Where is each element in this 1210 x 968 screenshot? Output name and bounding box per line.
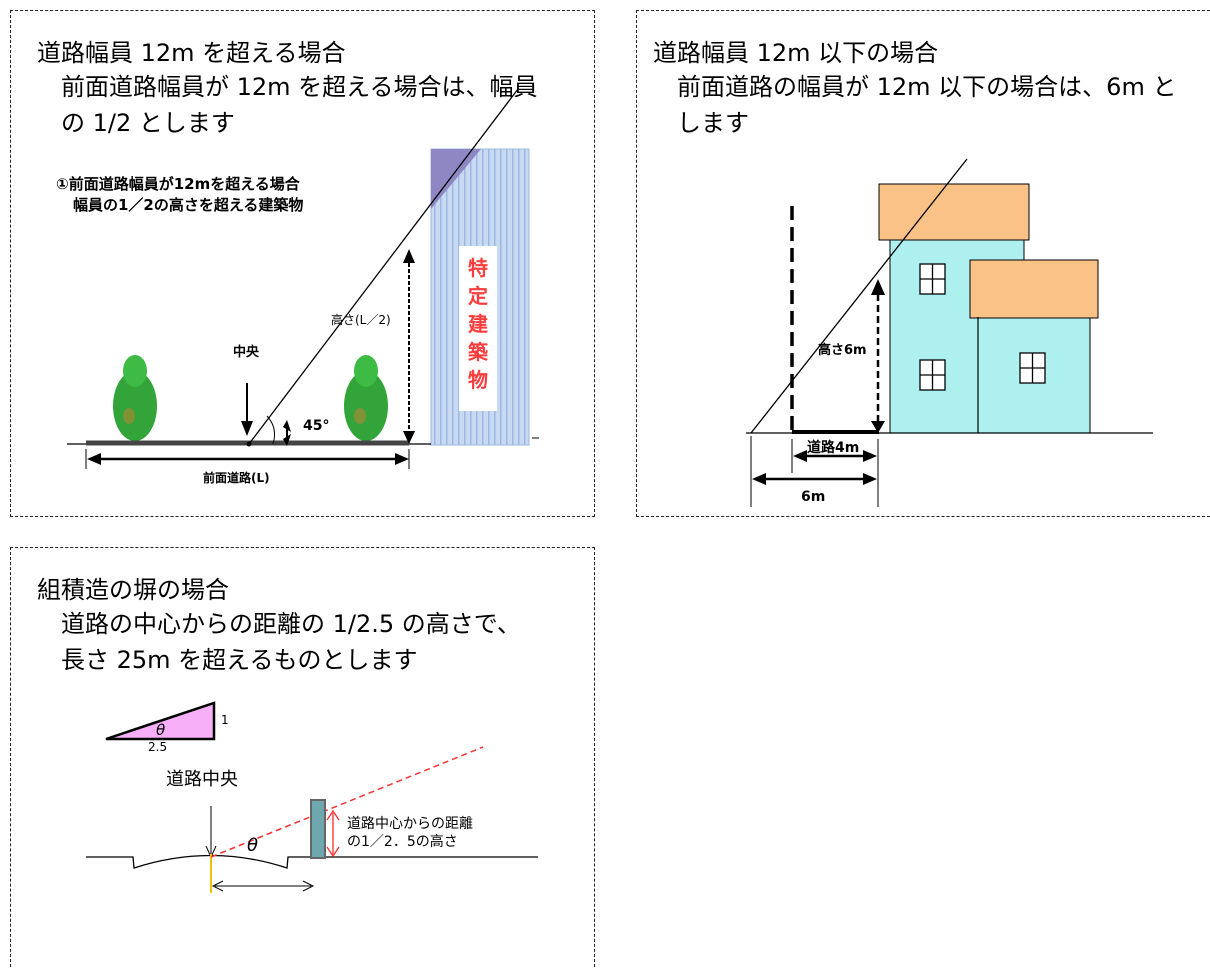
panel-under-12m: 道路幅員 12m 以下の場合 前面道路の幅員が 12m 以下の場合は、6m と … [636,10,1210,517]
triangle-theta: θ [156,721,165,739]
diagram-road-over-12m: ①前面道路幅員が12mを超える場合 幅員の1／2の高さを超える建築物 特 定 建… [56,88,539,485]
specific-building: 特 定 建 築 物 [430,148,539,446]
diagram-caption-1: ①前面道路幅員が12mを超える場合 [56,175,301,193]
label-height: 高さ6m [818,342,867,358]
house-front [969,259,1099,434]
diagram-masonry-fence: θ 1 2.5 道路中央 θ 道路中心からの距離 の1／2．5の高さ [86,701,538,893]
tree-left [113,355,157,444]
building-char: 特 [468,256,488,280]
label-angle: 45° [303,418,329,434]
diagram-caption-2: 幅員の1／2の高さを超える建築物 [73,196,303,214]
panel-description: 道路の中心からの距離の 1/2.5 の高さで、 長さ 25m を超えるものとしま… [61,606,586,678]
label-distance: 6m [801,489,825,505]
label-road: 前面道路(L) [203,470,270,485]
masonry-fence [310,799,326,859]
setback-slope-line [248,88,519,445]
panel-title: 組積造の塀の場合 [37,576,229,604]
panel-over-12m: 道路幅員 12m を超える場合 前面道路幅員が 12m を超える場合は、幅員 の… [10,10,595,517]
panel-description: 前面道路の幅員が 12m 以下の場合は、6m と します [677,69,1210,141]
setback-slope-line [210,746,484,858]
panel-title: 道路幅員 12m を超える場合 [37,39,346,67]
label-height: 高さ(L／2) [331,312,391,327]
label-distance-1: 道路中心からの距離 [347,815,473,832]
panel-description: 前面道路幅員が 12m を超える場合は、幅員 の 1/2 とします [61,69,586,141]
description-line-2: 長さ 25m を超えるものとします [61,646,418,674]
label-distance-2: の1／2．5の高さ [347,833,458,850]
label-road: 道路4m [807,439,859,456]
setback-slope-line [750,158,968,434]
description-line-1: 前面道路幅員が 12m を超える場合は、幅員 [61,73,538,101]
building-char: 建 [468,312,488,336]
panel-title: 道路幅員 12m 以下の場合 [653,39,939,67]
triangle-base: 2.5 [148,740,167,754]
panel-masonry-fence: 組積造の塀の場合 道路の中心からの距離の 1/2.5 の高さで、 長さ 25m … [10,547,595,967]
label-road-center: 道路中央 [166,769,238,790]
building-char: 築 [467,340,489,364]
description-line-2: します [677,109,749,137]
slope-triangle: θ 1 2.5 [105,701,229,754]
label-theta: θ [247,835,258,856]
building-label: 特 定 建 築 物 [467,256,489,392]
triangle-side: 1 [221,713,229,727]
description-line-1: 道路の中心からの距離の 1/2.5 の高さで、 [61,610,521,638]
diagram-road-under-12m: 高さ6m 道路4m 6m [746,158,1153,507]
tree-right [344,355,388,444]
building-char: 物 [468,368,488,392]
description-line-2: の 1/2 とします [61,109,235,137]
description-line-1: 前面道路の幅員が 12m 以下の場合は、6m と [677,73,1177,101]
building-char: 定 [468,284,488,308]
label-center: 中央 [233,344,260,360]
